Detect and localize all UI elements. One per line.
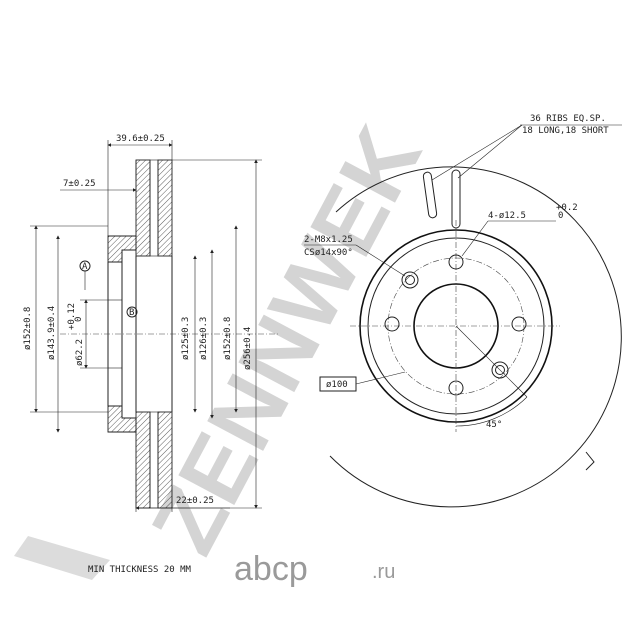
note-ribs-line1: 36 RIBS EQ.SP. xyxy=(530,114,606,124)
angle-ray xyxy=(455,325,528,398)
side-section-view: 39.6±0.25 7±0.25 22±0.25 ø152±0.8 ø143.9… xyxy=(23,134,280,512)
rib-slot-short xyxy=(451,169,461,229)
watermark-chevron xyxy=(14,536,110,580)
datum-b-circle xyxy=(126,306,138,318)
note-ribs-line2: 18 LONG,18 SHORT xyxy=(522,126,609,136)
disc-outer-edge xyxy=(329,166,622,508)
note-angle: 45° xyxy=(486,420,502,430)
rib-slot-long xyxy=(422,171,438,219)
threaded-hole-upper-left-inner xyxy=(405,275,415,285)
friction-ring-left-bottom xyxy=(135,411,151,509)
dim-d126: ø126±0.3 xyxy=(199,317,209,360)
friction-ring-left-top xyxy=(135,159,151,257)
threaded-hole-upper-left xyxy=(401,271,419,289)
holes-leader xyxy=(461,220,489,257)
note-holes: 4-ø12.5 xyxy=(488,211,526,221)
stud-hole-left xyxy=(384,316,400,332)
note-thread-line1: 2-M8x1.25 xyxy=(304,235,353,245)
hat-step-circle xyxy=(367,237,545,415)
threaded-hole-lower-right-inner xyxy=(495,365,505,375)
abcp-logo: abcp .ru xyxy=(234,550,395,588)
ribs-leader-2 xyxy=(457,124,523,179)
friction-ring-right-bottom xyxy=(157,411,173,509)
dim-d152b: ø152±0.8 xyxy=(223,317,233,360)
dim-d62-tol-top: +0.12 xyxy=(67,303,77,330)
note-min-thickness: MIN THICKNESS 20 MM xyxy=(88,565,192,575)
vent-gap-top xyxy=(149,159,159,257)
rotation-arrow xyxy=(585,451,595,471)
threaded-hole-lower-right xyxy=(491,361,509,379)
note-holes-tol-bottom: 0 xyxy=(558,211,563,221)
dim-width-inner: 22±0.25 xyxy=(176,496,214,506)
abcp-logo-text: abcp xyxy=(234,550,308,588)
dim-d62: ø62.2 xyxy=(75,339,85,366)
dim-hub-offset: 7±0.25 xyxy=(63,179,96,189)
dim-d62-tol-bottom: 0 xyxy=(74,317,84,322)
angle-arc xyxy=(455,396,528,427)
dim-d143: ø143.9±0.4 xyxy=(47,306,57,360)
note-thread-line2: CSø14x90° xyxy=(304,248,353,258)
dim-d125: ø125±0.3 xyxy=(181,317,191,360)
friction-ring-right-top xyxy=(157,159,173,257)
stud-hole-right xyxy=(511,316,527,332)
dim-d256: ø256±0.4 xyxy=(243,327,253,370)
note-holes-tol-top: +0.2 xyxy=(556,203,578,213)
pcd-leader xyxy=(355,371,406,385)
note-pcd: ø100 xyxy=(326,380,348,390)
dim-d152a: ø152±0.8 xyxy=(23,307,33,350)
datum-a-label: A xyxy=(82,262,88,272)
abcp-logo-tld: .ru xyxy=(372,561,395,583)
stud-hole-top xyxy=(448,254,464,270)
dim-width-total: 39.6±0.25 xyxy=(116,134,165,144)
thread-leader xyxy=(355,244,406,277)
stud-hole-bottom xyxy=(448,380,464,396)
datum-b-label: B xyxy=(129,308,134,318)
front-view: 36 RIBS EQ.SP. 18 LONG,18 SHORT 4-ø12.5 … xyxy=(304,114,622,508)
ribs-leader-1 xyxy=(431,124,523,181)
